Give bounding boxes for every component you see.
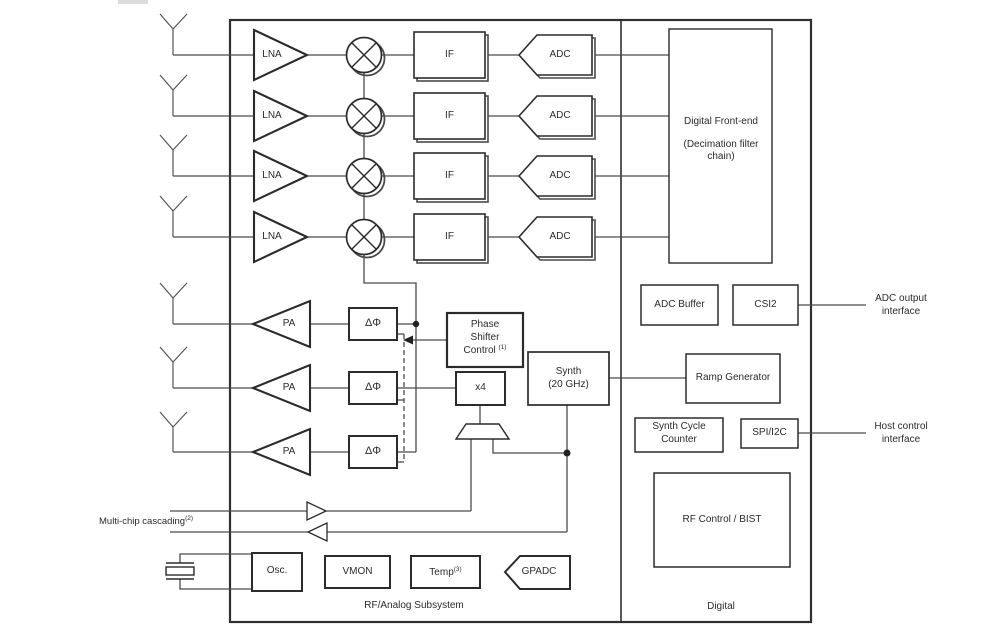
pa-label: PA bbox=[282, 318, 296, 329]
cascade-wires bbox=[170, 510, 567, 533]
if-block-shapes bbox=[413, 31, 489, 264]
crystal-icon bbox=[165, 562, 195, 580]
osc-shape bbox=[251, 552, 303, 592]
rx-row-wires bbox=[173, 54, 669, 238]
synth-shape bbox=[527, 351, 610, 406]
junction-dot bbox=[412, 320, 420, 328]
x4-multiplier-shape bbox=[455, 371, 506, 406]
tx-antenna-icon bbox=[159, 282, 188, 324]
chip-outline bbox=[228, 18, 813, 624]
csi2-label: CSI2 bbox=[754, 299, 777, 310]
synth-label: Synth (20 GHz) bbox=[548, 366, 589, 390]
osc-label: Osc. bbox=[266, 565, 288, 576]
cascade-in-buffer-icon bbox=[306, 500, 328, 522]
rx-chains bbox=[252, 28, 596, 264]
rf-control-bist-label: RF Control / BIST bbox=[682, 514, 762, 525]
ramp-generator-shape bbox=[685, 353, 781, 404]
vmon-shape bbox=[324, 555, 391, 589]
host-control-interface-label: Host control interface bbox=[874, 421, 928, 445]
rx-antenna-icon bbox=[159, 134, 188, 176]
phase-shifter-control-shape bbox=[445, 311, 525, 369]
rf-analog-section-label: RF/Analog Subsystem bbox=[364, 600, 464, 611]
lna-label: LNA bbox=[262, 231, 282, 242]
phase-shifter-shapes bbox=[348, 307, 398, 469]
lna-label: LNA bbox=[262, 49, 282, 60]
temp-label: Temp(3) bbox=[429, 566, 462, 578]
spi-i2c-shape bbox=[740, 418, 799, 449]
if-label: IF bbox=[445, 110, 454, 121]
pa-amplifier-shapes bbox=[250, 299, 312, 477]
adc-label: ADC bbox=[549, 170, 571, 181]
spi-i2c-label: SPI/I2C bbox=[752, 427, 787, 438]
pa-label: PA bbox=[282, 446, 296, 457]
lna-label: LNA bbox=[262, 170, 282, 181]
adc-buffer-label: ADC Buffer bbox=[654, 299, 705, 310]
phase-shifter-label: ΔΦ bbox=[364, 317, 382, 329]
tx-antenna-icon bbox=[159, 411, 188, 452]
tx-chains bbox=[250, 299, 398, 477]
crystal-leads bbox=[179, 553, 252, 590]
adc-label: ADC bbox=[549, 110, 571, 121]
synth-cycle-counter-label: Synth Cycle Counter bbox=[652, 421, 706, 445]
rx-antenna-icon bbox=[159, 195, 188, 237]
adc-buffer-shape bbox=[640, 284, 719, 326]
if-label: IF bbox=[445, 49, 454, 60]
ramp-generator-label: Ramp Generator bbox=[695, 372, 771, 383]
rx-antenna-icon bbox=[159, 74, 188, 116]
junction-dot bbox=[563, 449, 571, 457]
tx-antenna-icon bbox=[159, 346, 188, 388]
pa-label: PA bbox=[282, 382, 296, 393]
crop-artifact bbox=[118, 0, 148, 4]
bottom-analog-blocks bbox=[165, 552, 571, 592]
rx-antenna-icon bbox=[159, 13, 188, 55]
if-label: IF bbox=[445, 231, 454, 242]
multichip-cascading-label: Multi-chip cascading(2) bbox=[99, 515, 194, 527]
adc-block-shapes bbox=[517, 34, 596, 261]
digital-blocks bbox=[634, 28, 799, 568]
phase-shifter-label: ΔΦ bbox=[364, 445, 382, 457]
vmon-label: VMON bbox=[342, 566, 373, 577]
cascade-out-buffer-icon bbox=[306, 521, 328, 543]
gpadc-shape bbox=[503, 555, 571, 590]
phase-shifter-label: ΔΦ bbox=[364, 381, 382, 393]
lna-label: LNA bbox=[262, 110, 282, 121]
x4-multiplier-label: x4 bbox=[475, 382, 486, 393]
lo-mux-shape bbox=[454, 423, 511, 440]
arrowhead-icon bbox=[403, 335, 413, 345]
rf-control-bist-shape bbox=[653, 472, 791, 568]
digital-front-end-label: Digital Front-end (Decimation filter cha… bbox=[683, 116, 759, 162]
tx-row-wires bbox=[173, 323, 456, 453]
phase-shifter-control-label: Phase Shifter Control (1) bbox=[463, 319, 507, 356]
gpadc-label: GPADC bbox=[521, 566, 557, 577]
digital-section-label: Digital bbox=[707, 601, 735, 612]
antennas bbox=[159, 13, 188, 452]
digital-front-end-shape bbox=[668, 28, 773, 264]
adc-label: ADC bbox=[549, 231, 571, 242]
wires bbox=[170, 54, 866, 590]
lna-amplifier-shapes bbox=[252, 28, 310, 264]
adc-label: ADC bbox=[549, 49, 571, 60]
temp-shape bbox=[410, 555, 481, 589]
adc-output-interface-label: ADC output interface bbox=[875, 293, 927, 317]
synth-cycle-counter-shape bbox=[634, 417, 724, 453]
mixer-icons bbox=[345, 36, 386, 259]
csi2-shape bbox=[732, 284, 799, 326]
if-label: IF bbox=[445, 170, 454, 181]
